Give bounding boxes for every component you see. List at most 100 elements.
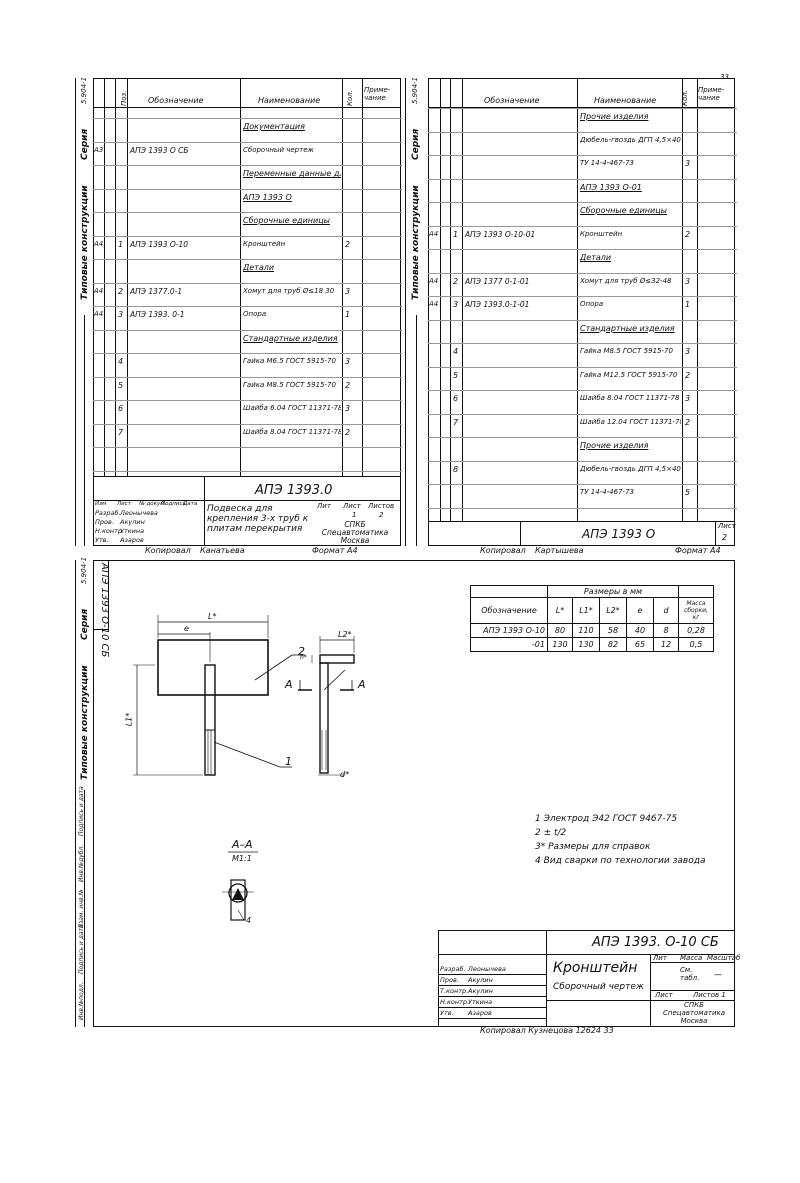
left-stamp-sheet: Лист	[343, 502, 361, 510]
left-row-qty: 2	[345, 380, 351, 390]
right-row-name: Дюбель-гвоздь ДГП 4,5×40	[580, 135, 681, 144]
left-row-pos: 3	[118, 310, 124, 319]
left-row-line	[93, 235, 402, 237]
label-L1: L1*	[124, 712, 134, 727]
right-header-bottom	[428, 107, 735, 108]
bstamp-mass-val: См. табл.	[680, 966, 700, 982]
dims-cell: 0,5	[678, 637, 714, 652]
bottom-stamp-person: Акулин	[468, 987, 493, 995]
bottom-footer: Копировал Кузнецова 12624 33	[480, 1026, 614, 1035]
right-row-line	[428, 484, 737, 485]
bottom-stamp-role: Т.контр.	[440, 987, 469, 995]
left-row-pos: 4	[118, 357, 124, 366]
bstamp-scale-val: —	[714, 970, 722, 979]
bottom-stamp-row-line	[438, 1007, 546, 1008]
bottom-margin-line2	[84, 790, 85, 1027]
bottom-stamp-person: Азаров	[468, 1009, 492, 1017]
right-row-line	[428, 507, 737, 509]
bstamp-subtitle: Сборочный чертеж	[553, 982, 645, 992]
right-row-name: Стандартные изделия	[580, 323, 675, 333]
left-row-pos: 2	[118, 286, 124, 296]
left-row-qty: 3	[345, 286, 351, 296]
left-row-name: Гайка М8.5 ГОСТ 5915-70	[243, 380, 336, 389]
left-row-name: Сборочные единицы	[243, 216, 330, 225]
right-col-line	[428, 78, 429, 521]
left-stamp-top	[93, 476, 401, 477]
left-row-format: А4	[94, 310, 104, 318]
left-copied: Копировал	[145, 546, 191, 555]
right-row-name: Шайба 8.04 ГОСТ 11371-78	[580, 394, 680, 402]
right-row-qty: 1	[685, 300, 691, 309]
bstamp-vline1	[546, 930, 547, 1027]
bstamp-line2	[650, 962, 735, 963]
right-row-name: АПЭ 1393 О-01	[580, 182, 642, 192]
bottom-stamp-row-line	[438, 1018, 546, 1019]
dims-header: Масса сборки, кг	[678, 597, 714, 624]
right-row-name: Прочие изделия	[580, 441, 649, 450]
left-row-line	[93, 376, 402, 378]
dims-header: L1*	[572, 597, 600, 624]
left-stamp-role: Разраб.	[95, 509, 121, 517]
bstamp-sheets: Листов 1	[693, 991, 726, 999]
right-row-pos: 8	[453, 464, 459, 474]
left-row-name: Кронштейн	[243, 239, 286, 248]
left-row-line	[93, 329, 402, 331]
right-margin-line2	[416, 315, 417, 546]
right-row-pos: 2	[453, 276, 459, 286]
left-stamp-sheets-val: 2	[379, 511, 384, 519]
right-row-name: Шайба 12.04 ГОСТ 11371-78	[580, 417, 681, 426]
right-row-pos: 7	[453, 417, 459, 427]
left-col-line	[362, 78, 363, 476]
left-row-line	[93, 259, 402, 260]
left-row-line	[93, 447, 402, 448]
left-row-designation: АПЭ 1393 О-10	[130, 239, 189, 249]
bstamp-scale: Масштаб	[707, 954, 741, 962]
left-row-name: Сборочный чертеж	[243, 145, 314, 154]
left-row-name: Шайба 8.04 ГОСТ 11371-78	[243, 427, 341, 436]
right-row-name: Опора	[580, 300, 604, 308]
right-row-line	[428, 460, 737, 462]
left-stamp-colhead: Дата	[183, 501, 198, 507]
right-row-line	[428, 131, 737, 133]
right-stamp-doc: АПЭ 1393 О	[582, 527, 656, 541]
bstamp-org: СПКБ Спецавтоматика Москва	[662, 1001, 726, 1025]
right-format: Формат А4	[675, 546, 721, 555]
left-stamp-org: СПКБ Спецавтоматика Москва	[321, 520, 389, 545]
label-pos1: 1	[285, 755, 292, 768]
right-row-line	[428, 366, 737, 368]
section-scale: М1:1	[232, 854, 252, 863]
bottom-margin-line	[75, 560, 76, 1027]
right-row-qty: 2	[685, 229, 691, 239]
side-label: Инв.№подл.	[78, 982, 85, 1020]
left-format: Формат А4	[312, 546, 358, 555]
right-row-qty: 3	[685, 394, 691, 403]
right-row-qty: 3	[685, 276, 691, 286]
left-col-line	[93, 78, 94, 476]
label-e: e	[184, 624, 189, 633]
left-row-line	[93, 212, 402, 213]
right-stamp-vline2	[715, 521, 716, 546]
right-head-name: Наименование	[594, 96, 657, 105]
left-row-pos: 1	[118, 239, 124, 249]
left-row-name: Гайка М6.5 ГОСТ 5915-70	[243, 357, 336, 365]
right-row-pos: 6	[453, 394, 459, 403]
right-row-qty: 2	[685, 370, 691, 380]
note-line: 4 Вид сварки по технологии завода	[535, 856, 706, 866]
right-stamp-sheet: Лист	[718, 522, 736, 530]
bstamp-line1	[438, 954, 735, 955]
left-col-line	[127, 78, 128, 476]
left-row-name: Опора	[243, 310, 267, 318]
bottom-stamp-person: Леонычева	[468, 965, 506, 973]
left-row-name: Шайба 6.04 ГОСТ 11371-78	[243, 404, 341, 412]
left-head-name: Наименование	[258, 96, 321, 105]
right-stamp-vline	[520, 521, 521, 546]
left-row-line	[93, 353, 402, 354]
left-row-line	[93, 282, 402, 284]
dims-header: Обозначение	[470, 597, 548, 624]
bottom-stamp-role: Н.контр.	[440, 998, 470, 1006]
right-row-line	[428, 155, 737, 156]
left-row-pos: 7	[118, 427, 124, 437]
right-col-line	[440, 78, 441, 521]
dims-header: L*	[547, 597, 573, 624]
right-row-line	[428, 390, 737, 391]
